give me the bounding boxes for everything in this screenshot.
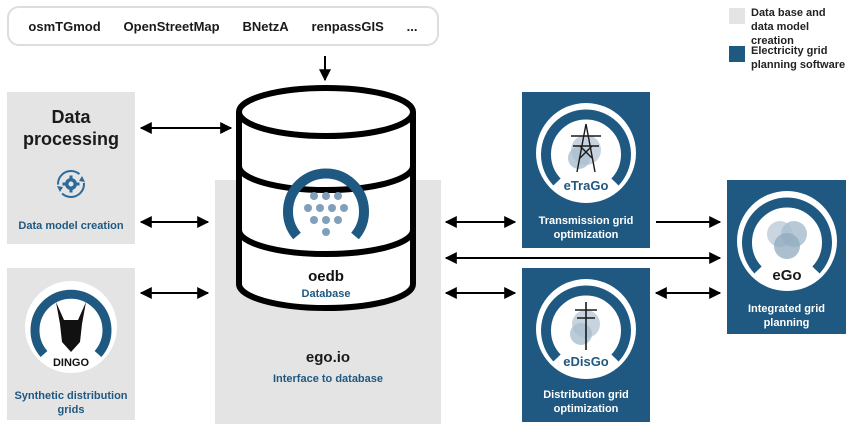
ego-box: eGo Integrated grid planning [727, 180, 846, 334]
gear-cycle-icon [57, 170, 85, 198]
dingo-box: DINGO Synthetic distribution grids [7, 268, 135, 420]
ego-caption: Integrated grid planning [747, 303, 825, 329]
dingo-caption: Synthetic distribution grids [14, 390, 128, 416]
venn-circles-icon [767, 221, 807, 259]
data-processing-subtitle: Data model creation [18, 220, 124, 232]
etrago-box: eTraGo Transmission grid optimization [522, 92, 650, 248]
distribution-pole-icon [570, 302, 600, 350]
dingo-dog-icon [56, 302, 86, 352]
oedb-subtitle: Database [302, 288, 351, 300]
source-osmtgmod: osmTGmod [28, 18, 101, 34]
edisgo-caption: Distribution grid optimization [543, 389, 629, 415]
source-renpassgis: renpassGIS [311, 18, 384, 34]
dingo-logo: DINGO [25, 281, 117, 373]
oedb-title: oedb [308, 268, 344, 285]
etrago-logo-text: eTraGo [564, 178, 609, 193]
source-more: ... [406, 18, 418, 34]
legend-label-data: Data base and data model creation [751, 7, 826, 47]
data-processing-box: Data processing Data model creation [7, 92, 135, 244]
source-bnetza: BNetzA [242, 18, 289, 34]
edisgo-logo: eDisGo [536, 279, 636, 379]
oedb-logo [283, 168, 369, 240]
data-processing-title: Data processing [22, 107, 120, 149]
edisgo-logo-text: eDisGo [563, 354, 609, 369]
dingo-logo-text: DINGO [53, 357, 90, 369]
legend-swatch-blue [729, 46, 745, 62]
etrago-caption: Transmission grid optimization [538, 215, 634, 241]
legend-label-software: Electricity grid planning software [751, 45, 846, 71]
oedb-database-icon: oedb Database [236, 85, 416, 311]
source-openstreetmap: OpenStreetMap [123, 18, 220, 34]
legend-swatch-grey [729, 8, 745, 24]
data-sources-bar: osmTGmod OpenStreetMap BNetzA renpassGIS… [7, 6, 439, 46]
ego-logo-text: eGo [772, 267, 801, 284]
egoio-title: ego.io [305, 349, 351, 366]
egoio-subtitle: Interface to database [272, 373, 384, 385]
ego-logo: eGo [737, 191, 837, 291]
etrago-logo: eTraGo [536, 103, 636, 203]
transmission-tower-icon [568, 123, 601, 173]
edisgo-box: eDisGo Distribution grid optimization [522, 268, 650, 422]
